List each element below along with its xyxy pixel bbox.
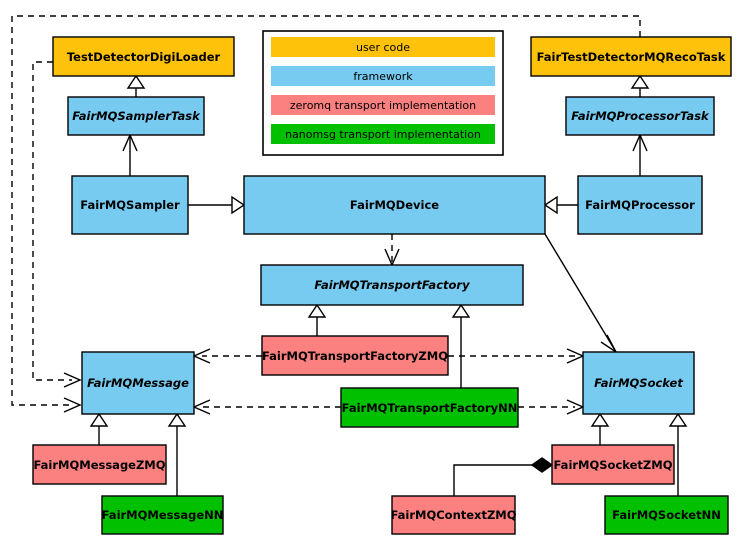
node-label: FairMQMessage [87,376,189,390]
triangle-tfzmq-to-transportfactory [307,303,327,318]
node-label: FairMQMessageNN [102,508,224,522]
legend: user code framework zeromq transport imp… [262,30,504,156]
diamond-contextzmq-to-socketzmq [530,457,554,473]
legend-label-user-code: user code [356,41,410,54]
node-rect[interactable] [67,96,205,136]
node-rect[interactable] [551,444,675,485]
node-fair-mq-processor-task[interactable]: FairMQProcessorTask [565,96,715,136]
node-fair-mq-sampler-task[interactable]: FairMQSamplerTask [67,96,205,136]
triangle-processor-to-device [543,195,558,215]
node-label: FairMQSocket [594,376,683,390]
node-label: FairMQSocketNN [612,508,721,522]
triangle-samplertask-to-digiloader [126,74,146,89]
triangle-socketzmq-to-socket [590,412,610,427]
node-rect[interactable] [582,351,695,415]
node-rect[interactable] [243,175,546,235]
node-rect[interactable] [32,444,167,485]
node-rect[interactable] [604,495,729,535]
arrowhead-recotask-to-message [63,397,82,413]
node-rect[interactable] [530,36,732,77]
node-rect[interactable] [261,335,449,376]
edge-layer [11,15,688,496]
triangle-socketnn-to-socket [668,412,688,427]
node-rect[interactable] [577,175,703,235]
legend-label-zeromq: zeromq transport implementation [290,99,476,112]
node-label: FairMQTransportFactoryZMQ [262,349,448,363]
node-fair-mq-processor[interactable]: FairMQProcessor [577,175,703,235]
node-fair-mq-socket[interactable]: FairMQSocket [582,351,695,415]
node-rect[interactable] [52,36,235,77]
node-rect[interactable] [101,495,224,535]
node-label: FairMQSocketZMQ [554,458,673,472]
edge-recotask-to-message [11,15,641,406]
edge-device-to-socket [544,233,617,353]
node-fair-mq-device[interactable]: FairMQDevice [243,175,546,235]
node-label: FairMQMessageZMQ [33,458,165,472]
node-label: FairTestDetectorMQRecoTask [537,50,726,64]
node-rect[interactable] [71,175,189,235]
node-fair-mq-transport-factory-nn[interactable]: FairMQTransportFactoryNN [340,387,519,428]
node-label: FairMQTransportFactoryNN [342,401,518,415]
node-rect[interactable] [391,495,516,535]
edge-contextzmq-to-socketzmq [453,464,532,496]
node-label: FairMQTransportFactory [314,278,470,292]
legend-label-framework: framework [353,70,413,83]
node-fair-mq-transport-factory-zmq[interactable]: FairMQTransportFactoryZMQ [261,335,449,376]
node-fair-mq-transport-factory[interactable]: FairMQTransportFactory [260,264,524,306]
node-label: TestDetectorDigiLoader [67,50,221,64]
legend-swatch-nanomsg [271,124,495,144]
node-label: FairMQContextZMQ [390,508,516,522]
node-layer: TestDetectorDigiLoader FairTestDetectorM… [32,36,732,535]
node-fair-mq-socket-zmq[interactable]: FairMQSocketZMQ [551,444,675,485]
node-label: FairMQProcessor [585,198,695,212]
arrowhead-digiloader-to-message [63,372,82,388]
node-rect[interactable] [340,387,519,428]
node-fair-mq-socket-nn[interactable]: FairMQSocketNN [604,495,729,535]
legend-swatch-user-code [271,37,495,57]
node-label: FairMQSamplerTask [72,109,201,123]
triangle-messagezmq-to-message [89,412,109,427]
triangle-sampler-to-device [231,195,246,215]
node-label: FairMQDevice [350,198,439,212]
triangle-processortask-to-recotask [630,74,650,89]
node-label: FairMQSampler [80,198,180,212]
node-fair-mq-message[interactable]: FairMQMessage [81,351,195,415]
node-fair-mq-message-zmq[interactable]: FairMQMessageZMQ [32,444,167,485]
node-rect[interactable] [260,264,524,306]
node-fair-mq-sampler[interactable]: FairMQSampler [71,175,189,235]
node-test-detector-digi-loader[interactable]: TestDetectorDigiLoader [52,36,235,77]
legend-swatch-framework [271,66,495,86]
node-label: FairMQProcessorTask [571,109,710,123]
triangle-messagenn-to-message [167,412,187,427]
triangle-tfnn-to-transportfactory [451,303,471,318]
legend-label-nanomsg: nanomsg transport implementation [285,128,481,141]
node-rect[interactable] [81,351,195,415]
legend-swatch-zeromq [271,95,495,115]
edge-digiloader-to-message [32,61,72,381]
node-fair-mq-context-zmq[interactable]: FairMQContextZMQ [390,495,517,535]
node-fair-test-detector-mq-reco-task[interactable]: FairTestDetectorMQRecoTask [530,36,732,77]
node-fair-mq-message-nn[interactable]: FairMQMessageNN [101,495,224,535]
node-rect[interactable] [565,96,715,136]
